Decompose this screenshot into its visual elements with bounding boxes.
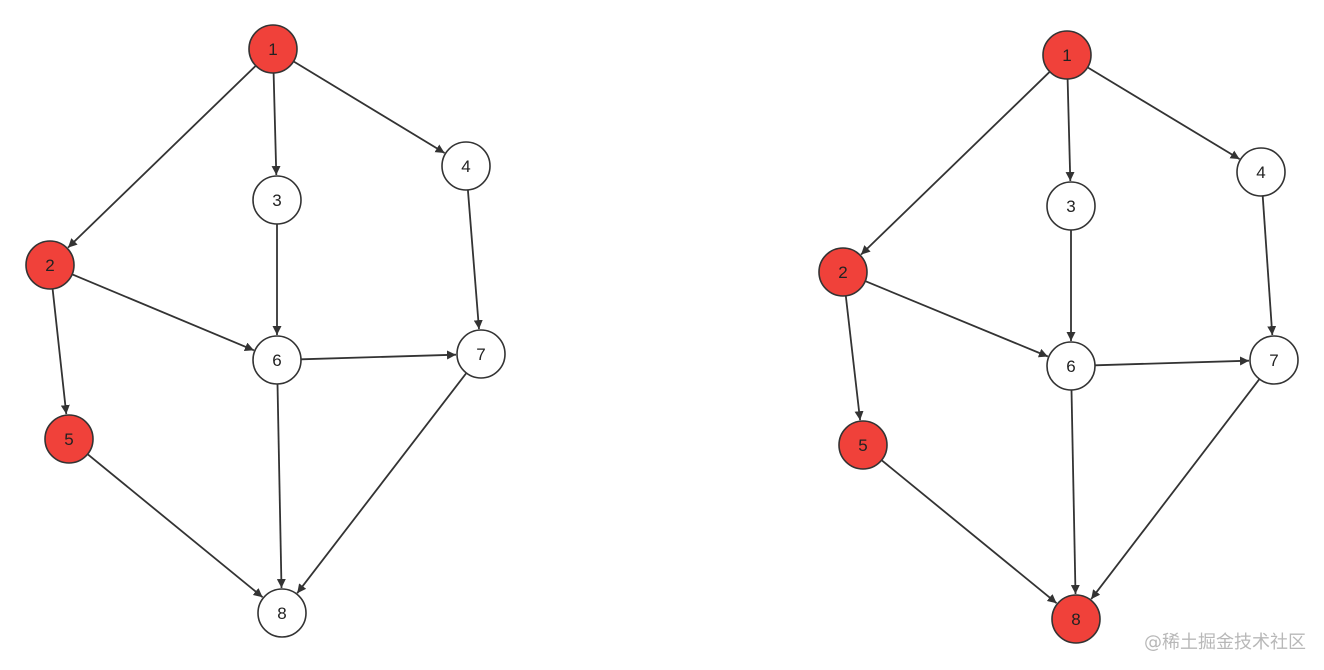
node-2: 2 bbox=[818, 247, 868, 297]
node-1: 1 bbox=[1042, 30, 1092, 80]
node-1: 1 bbox=[248, 24, 298, 74]
node-label: 8 bbox=[1071, 610, 1080, 629]
node-8: 8 bbox=[1051, 594, 1101, 644]
node-circle-8 bbox=[1051, 594, 1101, 644]
edge-2-to-6 bbox=[864, 280, 1049, 358]
node-5: 5 bbox=[44, 414, 94, 464]
node-circle-6 bbox=[1046, 341, 1096, 391]
node-circle-4 bbox=[441, 141, 491, 191]
node-circle-3 bbox=[252, 175, 302, 225]
edge-2-to-5 bbox=[844, 295, 864, 421]
edge-6-to-7 bbox=[1094, 356, 1250, 367]
edge-2-to-5 bbox=[51, 288, 70, 415]
node-4: 4 bbox=[1236, 147, 1286, 197]
edge-7-to-8 bbox=[1090, 378, 1261, 600]
edge-4-to-7 bbox=[1261, 195, 1277, 336]
node-label: 1 bbox=[268, 40, 277, 59]
edge-4-to-7 bbox=[467, 189, 483, 330]
node-label: 8 bbox=[277, 604, 286, 623]
node-circle-3 bbox=[1046, 181, 1096, 231]
edge-6-to-8 bbox=[276, 383, 286, 589]
node-circle-5 bbox=[44, 414, 94, 464]
node-circle-6 bbox=[252, 335, 302, 385]
node-label: 5 bbox=[858, 436, 867, 455]
node-label: 5 bbox=[64, 430, 73, 449]
edge-6-to-8 bbox=[1070, 389, 1080, 595]
edge-5-to-8 bbox=[87, 453, 264, 598]
node-label: 7 bbox=[1269, 351, 1278, 370]
edge-7-to-8 bbox=[296, 372, 468, 594]
node-label: 6 bbox=[1066, 357, 1075, 376]
edge-1-to-2 bbox=[860, 71, 1051, 256]
node-circle-7 bbox=[456, 329, 506, 379]
node-circle-1 bbox=[1042, 30, 1092, 80]
node-label: 1 bbox=[1062, 46, 1071, 65]
graph-right: 1 2 3 4 5 6 7 8 bbox=[818, 30, 1299, 644]
edge-1-to-3 bbox=[271, 72, 281, 176]
node-label: 4 bbox=[1256, 163, 1265, 182]
node-label: 6 bbox=[272, 351, 281, 370]
node-label: 7 bbox=[476, 345, 485, 364]
node-8: 8 bbox=[257, 588, 307, 638]
edge-6-to-7 bbox=[300, 350, 457, 361]
node-7: 7 bbox=[456, 329, 506, 379]
node-label: 2 bbox=[838, 263, 847, 282]
node-4: 4 bbox=[441, 141, 491, 191]
node-6: 6 bbox=[252, 335, 302, 385]
watermark: @稀土掘金技术社区 bbox=[1144, 632, 1306, 653]
node-circle-1 bbox=[248, 24, 298, 74]
node-2: 2 bbox=[25, 240, 75, 290]
node-5: 5 bbox=[838, 420, 888, 470]
node-label: 3 bbox=[272, 191, 281, 210]
edge-1-to-4 bbox=[293, 60, 446, 154]
node-circle-4 bbox=[1236, 147, 1286, 197]
node-circle-8 bbox=[257, 588, 307, 638]
node-circle-7 bbox=[1249, 335, 1299, 385]
node-label: 2 bbox=[45, 256, 54, 275]
node-circle-2 bbox=[25, 240, 75, 290]
node-3: 3 bbox=[1046, 181, 1096, 231]
edge-1-to-4 bbox=[1087, 66, 1241, 160]
graph-left: 1 2 3 4 5 6 7 8 bbox=[25, 24, 506, 638]
node-label: 4 bbox=[461, 157, 470, 176]
edge-2-to-6 bbox=[71, 273, 255, 352]
node-6: 6 bbox=[1046, 341, 1096, 391]
node-circle-2 bbox=[818, 247, 868, 297]
node-3: 3 bbox=[252, 175, 302, 225]
node-label: 3 bbox=[1066, 197, 1075, 216]
edge-1-to-3 bbox=[1065, 78, 1075, 182]
node-circle-5 bbox=[838, 420, 888, 470]
edge-1-to-2 bbox=[67, 65, 257, 249]
node-7: 7 bbox=[1249, 335, 1299, 385]
edge-5-to-8 bbox=[881, 459, 1058, 604]
